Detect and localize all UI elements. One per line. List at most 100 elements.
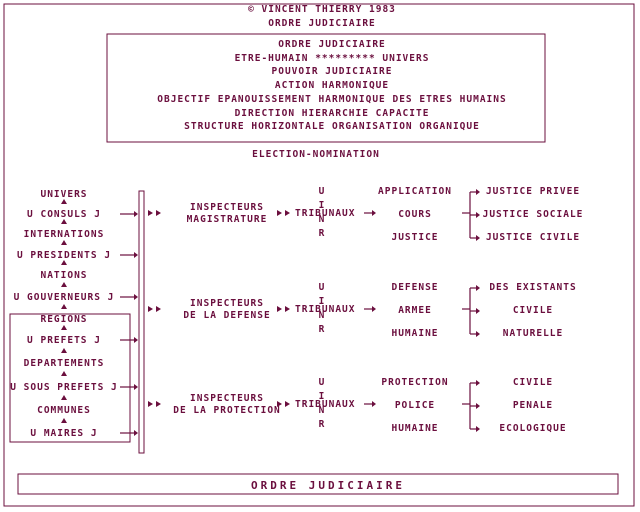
level-to-bar-arrow-head <box>134 337 138 343</box>
right-item: JUSTICE PRIVEE <box>485 186 581 197</box>
bracket-arrow-head <box>476 403 480 409</box>
footer-title: ORDRE JUDICIAIRE <box>251 479 405 492</box>
hierarchy-item: REGIONS <box>40 314 88 325</box>
hierarchy-up-arrow <box>61 260 67 265</box>
middle-item: PROTECTION <box>381 377 449 388</box>
hierarchy-item: U PRESIDENTS J <box>16 250 112 261</box>
hierarchy-up-arrow <box>61 219 67 224</box>
level-to-bar-arrow-head <box>134 211 138 217</box>
lower-hierarchy-box <box>9 313 131 443</box>
tribunaux-to-middle-arrow-head <box>372 306 376 312</box>
tribunaux-to-middle-arrow-head <box>372 210 376 216</box>
right-item: JUSTICE SOCIALE <box>482 209 584 220</box>
inspector-subtitle: DE LA DEFENSE <box>183 310 271 321</box>
bar-to-inspector-arrow <box>156 306 161 312</box>
bracket-arrow-head <box>476 189 480 195</box>
bar-to-inspector-arrow <box>148 306 153 312</box>
middle-item: DEFENSE <box>391 282 439 293</box>
hierarchy-item: INTERNATIONS <box>23 229 105 240</box>
bracket-arrow-head <box>476 380 480 386</box>
inspector-subtitle: MAGISTRATURE <box>186 214 268 225</box>
level-to-bar-arrow-head <box>134 384 138 390</box>
level-to-bar-arrow-head <box>134 294 138 300</box>
vertical-bar <box>138 190 145 454</box>
hierarchy-item: U GOUVERNEURS J <box>13 292 115 303</box>
outer-frame <box>3 3 635 507</box>
hierarchy-up-arrow <box>61 199 67 204</box>
uinr-letter: N <box>318 214 326 225</box>
summary-line: ORDRE JUDICIAIRE <box>278 39 386 50</box>
hierarchy-up-arrow <box>61 418 67 423</box>
uinr-letter: N <box>318 310 326 321</box>
footer-frame <box>17 473 619 495</box>
inspector-subtitle: DE LA PROTECTION <box>173 405 281 416</box>
uinr-letter: I <box>318 391 326 402</box>
right-item: CIVILE <box>512 305 554 316</box>
middle-item: HUMAINE <box>391 328 439 339</box>
inspector-to-tribunaux-arrow <box>285 210 290 216</box>
bracket-arrow-head <box>476 235 480 241</box>
hierarchy-up-arrow <box>61 348 67 353</box>
inspector-title: INSPECTEURS <box>190 202 264 213</box>
bracket-arrow-head <box>476 426 480 432</box>
hierarchy-item: NATIONS <box>40 270 88 281</box>
middle-item: JUSTICE <box>391 232 439 243</box>
bracket-arrow-head <box>476 285 480 291</box>
hierarchy-up-arrow <box>61 395 67 400</box>
tribunaux-label: TRIBUNAUX <box>295 304 356 315</box>
summary-frame <box>106 33 546 143</box>
tribunaux-to-middle-arrow-head <box>372 401 376 407</box>
uinr-letter: I <box>318 200 326 211</box>
summary-line: POUVOIR JUDICIAIRE <box>271 66 393 77</box>
bracket-arrow-head <box>476 212 480 218</box>
hierarchy-up-arrow <box>61 282 67 287</box>
right-item: CIVILE <box>512 377 554 388</box>
page-subtitle: ORDRE JUDICIAIRE <box>268 18 376 29</box>
hierarchy-item: U CONSULS J <box>27 209 101 220</box>
uinr-letter: I <box>318 296 326 307</box>
inspector-to-tribunaux-arrow <box>277 306 282 312</box>
tribunaux-label: TRIBUNAUX <box>295 399 356 410</box>
hierarchy-up-arrow <box>61 371 67 376</box>
tribunaux-label: TRIBUNAUX <box>295 208 356 219</box>
summary-line: DIRECTION HIERARCHIE CAPACITE <box>234 108 430 119</box>
bracket-arrow-head <box>476 308 480 314</box>
hierarchy-item: DEPARTEMENTS <box>23 358 105 369</box>
hierarchy-item: U SOUS PREFETS J <box>10 382 118 393</box>
inspector-title: INSPECTEURS <box>190 393 264 404</box>
bar-to-inspector-arrow <box>156 401 161 407</box>
hierarchy-up-arrow <box>61 304 67 309</box>
copyright: © VINCENT THIERRY 1983 <box>248 4 396 15</box>
uinr-letter: N <box>318 405 326 416</box>
bar-to-inspector-arrow <box>148 401 153 407</box>
bracket-arrow-head <box>476 331 480 337</box>
summary-line: ACTION HARMONIQUE <box>274 80 390 91</box>
uinr-letter: R <box>318 324 326 335</box>
right-item: JUSTICE CIVILE <box>485 232 581 243</box>
right-item: PENALE <box>512 400 554 411</box>
middle-item: POLICE <box>394 400 436 411</box>
level-to-bar-arrow-head <box>134 430 138 436</box>
middle-item: ARMEE <box>398 305 432 316</box>
hierarchy-item: U PREFETS J <box>27 335 101 346</box>
middle-item: APPLICATION <box>378 186 452 197</box>
bar-to-inspector-arrow <box>148 210 153 216</box>
inspector-title: INSPECTEURS <box>190 298 264 309</box>
hierarchy-item: UNIVERS <box>40 189 88 200</box>
hierarchy-up-arrow <box>61 325 67 330</box>
uinr-letter: R <box>318 228 326 239</box>
right-item: NATURELLE <box>502 328 564 339</box>
bar-to-inspector-arrow <box>156 210 161 216</box>
uinr-letter: U <box>318 282 326 293</box>
inspector-to-tribunaux-arrow <box>285 401 290 407</box>
level-to-bar-arrow-head <box>134 252 138 258</box>
middle-item: COURS <box>398 209 432 220</box>
inspector-to-tribunaux-arrow <box>285 306 290 312</box>
uinr-letter: U <box>318 377 326 388</box>
summary-line: OBJECTIF EPANOUISSEMENT HARMONIQUE DES E… <box>157 94 507 105</box>
summary-line: STRUCTURE HORIZONTALE ORGANISATION ORGAN… <box>184 121 480 132</box>
election-label: ELECTION-NOMINATION <box>252 149 380 160</box>
uinr-letter: U <box>318 186 326 197</box>
uinr-letter: R <box>318 419 326 430</box>
